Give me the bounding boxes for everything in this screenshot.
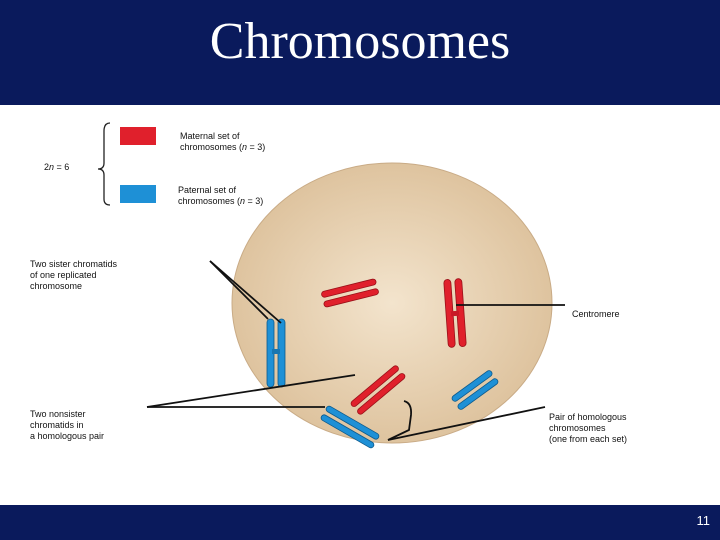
paternal-chromosome-small [451, 370, 499, 410]
homologous-pair-bracket [387, 400, 413, 441]
maternal-label-line1: Maternal set of [180, 131, 240, 141]
homologous-pair-line1: Pair of homologous [549, 412, 627, 422]
ploidy-label: 2n = 6 [44, 162, 69, 173]
maternal-label-suffix: = 3) [247, 142, 266, 152]
sister-chromatids-label: Two sister chromatids of one replicated … [30, 259, 117, 292]
sister-chromatids-line1: Two sister chromatids [30, 259, 118, 269]
legend-brace [97, 122, 111, 206]
maternal-label-line2: chromosomes (n = 3) [180, 142, 265, 153]
sister-chromatids-line2: of one replicated [30, 270, 97, 280]
page-number: 11 [696, 513, 711, 528]
nonsister-chromatids-line3: a homologous pair [30, 431, 105, 441]
sister-chromatids-pointer-2 [209, 260, 282, 324]
title-bar: Chromosomes [0, 0, 720, 105]
maternal-label-prefix: chromosomes ( [180, 142, 243, 152]
homologous-pair-line2: chromosomes [549, 423, 606, 433]
chromosome-diagram [97, 122, 565, 449]
footer-bar: 11 [0, 505, 720, 540]
ploidy-suffix: = 6 [54, 162, 70, 172]
maternal-color-swatch [120, 127, 156, 145]
ploidy-var: n [49, 162, 55, 172]
cell-outline [231, 162, 553, 444]
sister-chromatids-line3: chromosome [30, 281, 83, 291]
maternal-label-var: n [242, 142, 248, 152]
paternal-chromosome-large [266, 318, 286, 388]
paternal-label-line2: chromosomes (n = 3) [178, 196, 263, 207]
centromere-label: Centromere [572, 309, 620, 319]
nonsister-chromatids-line2: chromatids in [30, 420, 84, 430]
sister-chromatids-pointer-1 [209, 260, 269, 320]
slide-title: Chromosomes [209, 13, 511, 70]
paternal-color-swatch [120, 185, 156, 203]
homologous-pair-label: Pair of homologous chromosomes (one from… [549, 412, 627, 445]
maternal-chromosome-small [321, 278, 379, 308]
paternal-label-line1: Paternal set of [178, 185, 237, 195]
nonsister-chromatids-label: Two nonsister chromatids in a homologous… [30, 409, 104, 442]
paternal-set-label: Paternal set of chromosomes (n = 3) [178, 185, 263, 207]
maternal-set-label: Maternal set of chromosomes (n = 3) [180, 131, 265, 153]
ploidy-prefix: 2 [44, 162, 50, 172]
maternal-chromosome-large [443, 278, 467, 348]
homologous-pair-pointer [387, 406, 546, 441]
paternal-label-prefix: chromosomes ( [178, 196, 241, 206]
paternal-label-suffix: = 3) [245, 196, 264, 206]
maternal-chromosome-medium [350, 365, 406, 415]
homologous-pair-line3: (one from each set) [549, 434, 628, 444]
paternal-chromosome-medium [320, 405, 380, 449]
nonsister-chromatids-pointer-1 [146, 374, 356, 408]
nonsister-chromatids-line1: Two nonsister [30, 409, 86, 419]
paternal-label-var: n [240, 196, 246, 206]
